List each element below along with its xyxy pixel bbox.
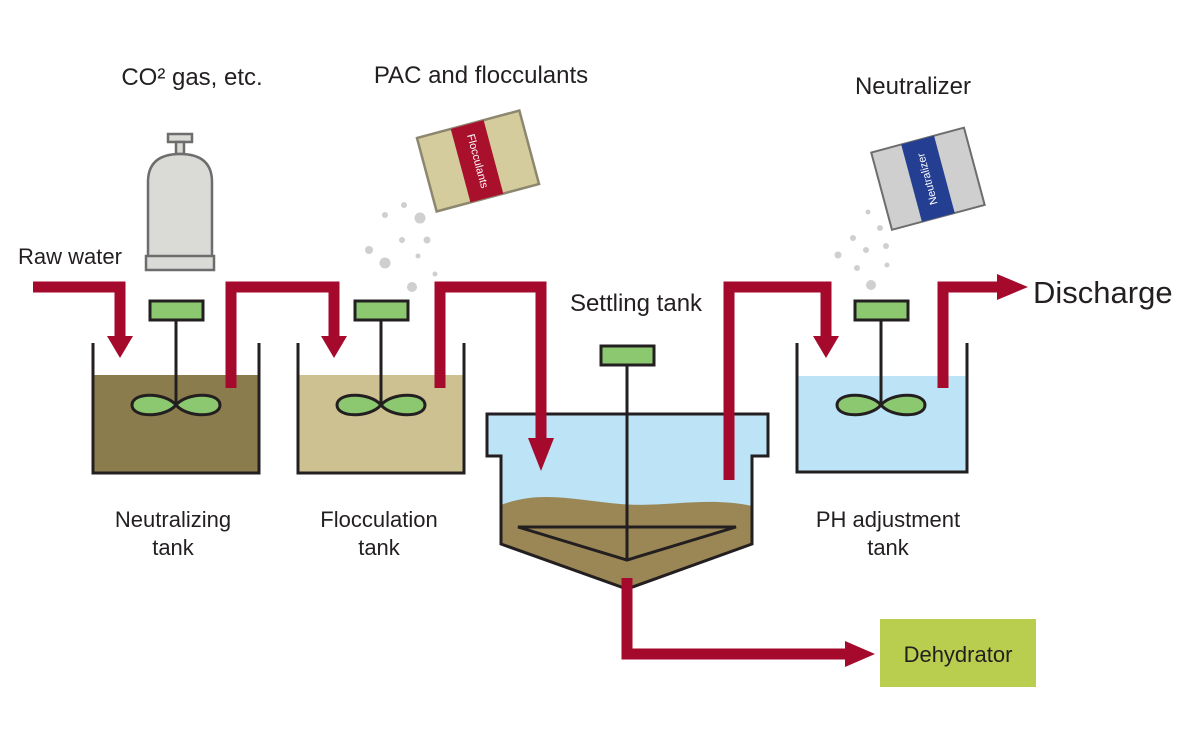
pac-label: PAC and flocculants [374,62,588,89]
ph-tank-label-line1: PH adjustment [816,507,960,532]
ph-mixer [835,299,927,417]
arrow-down-icon [107,336,133,358]
flocculation-tank-label-line2: tank [358,535,401,560]
raw-water-label: Raw water [18,244,122,269]
flocculants-bag-icon: Flocculants [415,109,541,213]
neutralizer-powder-dots [834,209,890,290]
neutralizer-bag-icon: Neutralizer [870,126,986,232]
impeller-icon [835,393,927,417]
pipe-settling-to-ph [723,281,832,480]
flocculant-powder-dots [365,202,438,292]
arrow-right-icon [997,274,1028,300]
dehydrator-box [880,619,1036,687]
flocculation-tank-label-line1: Flocculation [320,507,437,532]
neutralizing-tank-label-line2: tank [152,535,195,560]
arrow-down-icon [321,336,347,358]
pipe-ph-to-discharge [937,281,1000,388]
neutralizing-mixer [130,299,222,417]
pipe-flocculation-to-settling [434,281,547,440]
pipes [33,281,1000,660]
ph-adjustment-tank [795,343,969,474]
mixer-head-icon [353,299,410,322]
mixer-head-icon [599,344,656,367]
flocculation-tank [296,343,466,475]
dehydrator-label: Dehydrator [904,642,1013,667]
mixer-head-icon [148,299,205,322]
settling-tank-label: Settling tank [570,290,703,317]
arrow-down-icon [528,438,554,471]
arrow-down-icon [813,336,839,358]
mixer-head-icon [853,299,910,322]
settling-tank-scraper [517,364,737,562]
settling-mixer [599,344,656,367]
neutralizing-tank [91,343,261,475]
impeller-icon [335,393,427,417]
pipe-arrowheads [107,274,1028,667]
impeller-icon [130,393,222,417]
co2-label: CO² gas, etc. [121,64,262,91]
neutralizing-tank-label-line1: Neutralizing [115,507,231,532]
arrow-right-icon [845,641,875,667]
settling-tank [485,412,770,591]
discharge-label: Discharge [1033,275,1173,310]
neutralizer-label: Neutralizer [855,73,971,100]
pipe-neutralizing-to-flocculation [225,281,340,388]
flocculation-mixer [335,299,427,417]
pipe-raw-water [33,281,126,338]
ph-tank-label-line2: tank [867,535,910,560]
gas-cylinder-icon [144,132,216,272]
pipe-settling-to-dehydrator [621,578,848,660]
